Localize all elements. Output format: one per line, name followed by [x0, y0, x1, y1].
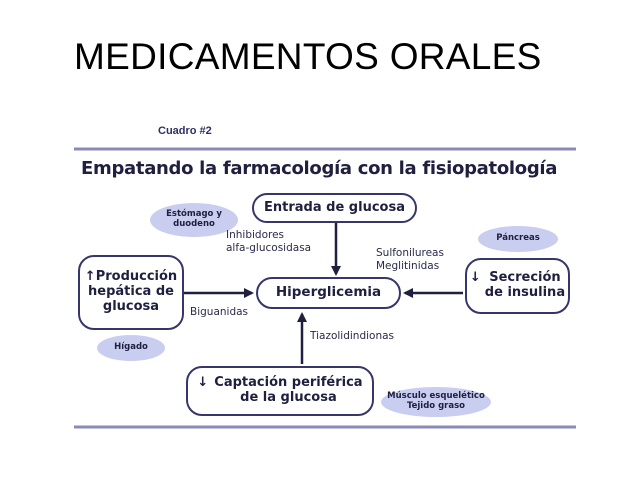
box-entrada-glucosa: Entrada de glucosa: [252, 193, 417, 223]
oval-musculo-tejido: Músculo esquelético Tejido graso: [381, 387, 491, 417]
box-produccion-label: Producción hepática de glucosa: [88, 269, 178, 314]
slide-title: MEDICAMENTOS ORALES: [74, 36, 542, 77]
figure-heading: Empatando la farmacología con la fisiopa…: [81, 158, 558, 179]
box-secrecion-label: Secreción de insulina: [484, 270, 566, 300]
box-captacion-periferica: ↓ Captación periférica de la glucosa: [186, 366, 374, 416]
down-arrow-icon: ↓: [197, 375, 209, 391]
box-captacion-label: Captación periférica de la glucosa: [214, 375, 363, 405]
box-produccion-hepatica: ↑Producción hepática de glucosa: [78, 255, 184, 330]
oval-estomago-duodeno: Estómago y duodeno: [150, 203, 238, 237]
up-arrow-icon: ↑: [84, 269, 96, 285]
drug-label-sulfonilureas: Sulfonilureas Meglitinidas: [376, 247, 444, 272]
down-arrow-icon: ↓: [469, 270, 481, 286]
figure-caption: Cuadro #2: [158, 125, 212, 137]
drug-label-inhibidores: Inhibidores alfa-glucosidasa: [226, 229, 312, 254]
drug-label-biguanidas: Biguanidas: [190, 306, 249, 318]
box-secrecion-insulina: ↓ Secreción de insulina: [465, 258, 570, 314]
oval-pancreas: Páncreas: [478, 226, 558, 252]
oval-higado: Hígado: [97, 335, 165, 361]
box-entrada-label: Entrada de glucosa: [264, 199, 405, 215]
box-hiperglicemia-label: Hiperglicemia: [275, 284, 382, 301]
box-hiperglicemia: Hiperglicemia: [256, 277, 401, 309]
drug-label-tiazolidindionas: Tiazolidindionas: [310, 330, 395, 342]
